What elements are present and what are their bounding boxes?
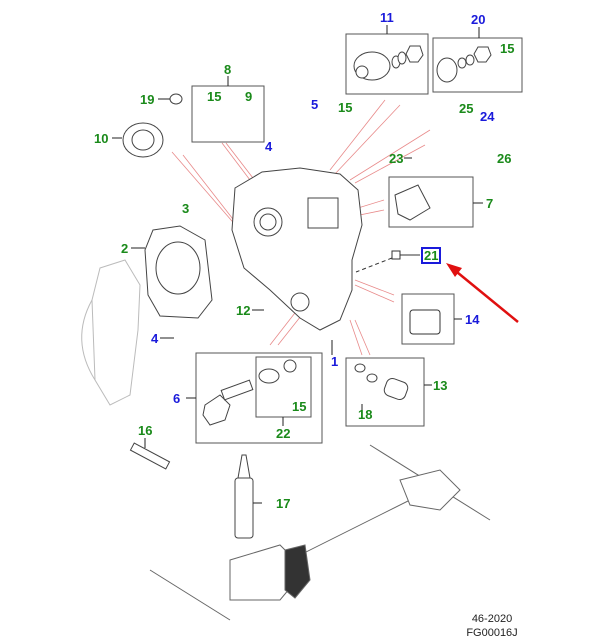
callout-12[interactable]: 12 (236, 303, 251, 318)
callout-6[interactable]: 6 (173, 391, 181, 406)
box-8 (191, 85, 265, 143)
callout-10[interactable]: 10 (94, 131, 109, 146)
red-arrow-pointer (446, 263, 519, 323)
sealant-tube-part (234, 454, 254, 539)
syringe-part (129, 442, 171, 470)
callout-9[interactable]: 9 (245, 89, 253, 104)
transmission-outline (81, 259, 141, 406)
cover-part (394, 184, 431, 221)
callout-5[interactable]: 5 (311, 97, 319, 112)
footer-date-code: 46-2020 (471, 613, 513, 625)
callout-26[interactable]: 26 (497, 151, 512, 166)
leader-lines (171, 99, 431, 356)
callout-8[interactable]: 8 (224, 62, 232, 77)
diff-part (353, 45, 424, 81)
callout-3[interactable]: 3 (182, 201, 190, 216)
box-13 (345, 357, 425, 427)
seal-nut-part (436, 46, 492, 83)
callout-1[interactable]: 1 (331, 354, 339, 369)
seal-kit-part (258, 359, 297, 384)
callout-14[interactable]: 14 (465, 312, 480, 327)
callout-15[interactable]: 15 (292, 399, 307, 414)
driveline-assembly (149, 444, 491, 621)
callout-25[interactable]: 25 (459, 101, 474, 116)
o-ring-part (169, 93, 183, 105)
callout-23[interactable]: 23 (389, 151, 404, 166)
adapter-plate (144, 225, 213, 319)
callout-20[interactable]: 20 (471, 12, 486, 27)
box-7 (388, 176, 474, 228)
callout-2[interactable]: 2 (121, 241, 129, 256)
callout-leaders (112, 25, 483, 504)
callout-15[interactable]: 15 (207, 89, 222, 104)
callout-16[interactable]: 16 (138, 423, 153, 438)
callout-15[interactable]: 15 (500, 41, 515, 56)
callout-22[interactable]: 22 (276, 426, 291, 441)
callout-21-highlighted[interactable]: 21 (420, 247, 442, 264)
module-part (409, 309, 441, 335)
pump-part (122, 122, 164, 158)
motor-part (354, 363, 409, 401)
transfer-case-housing (231, 167, 363, 331)
footer-figure-code: FG00016J (466, 627, 518, 639)
callout-11[interactable]: 11 (380, 10, 394, 25)
flange-shaft-part (202, 379, 254, 426)
callout-15[interactable]: 15 (338, 100, 353, 115)
callout-17[interactable]: 17 (276, 496, 291, 511)
box-20 (432, 37, 523, 93)
callout-7[interactable]: 7 (486, 196, 494, 211)
callout-18[interactable]: 18 (358, 407, 373, 422)
sensor-part (355, 250, 420, 273)
callout-19[interactable]: 19 (140, 92, 155, 107)
callout-4[interactable]: 4 (265, 139, 273, 154)
callout-4[interactable]: 4 (151, 331, 159, 346)
callout-13[interactable]: 13 (433, 378, 448, 393)
callout-24[interactable]: 24 (480, 109, 495, 124)
